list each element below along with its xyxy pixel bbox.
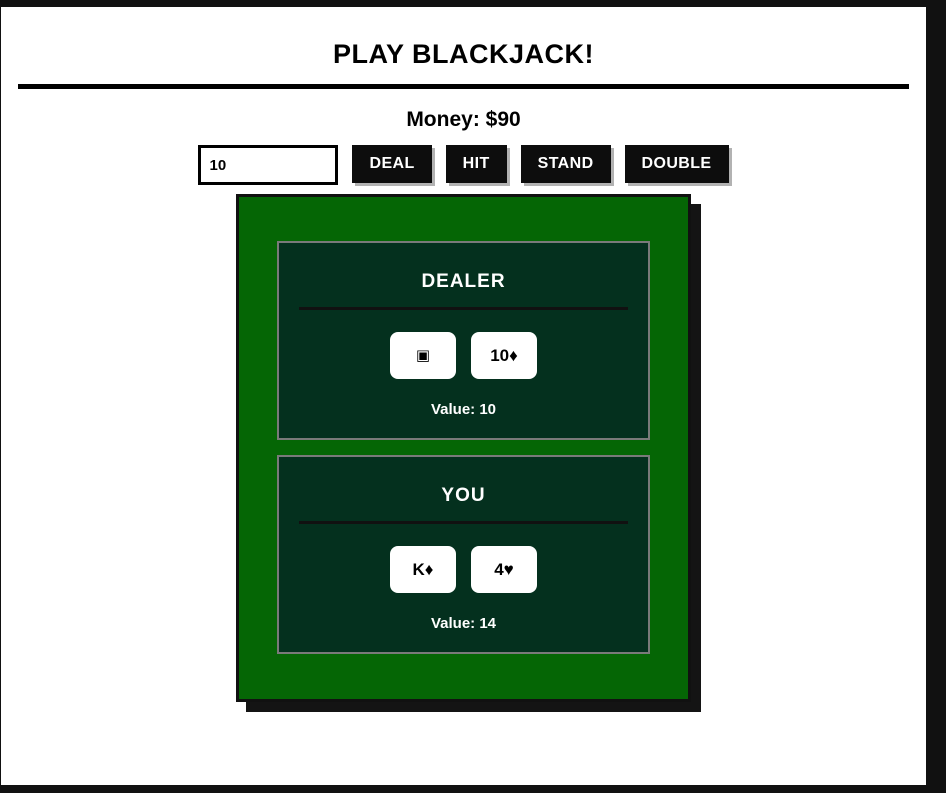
title-divider — [18, 84, 909, 89]
controls-row: DEAL HIT STAND DOUBLE — [1, 145, 926, 185]
dealer-hand-value: Value: 10 — [430, 401, 497, 418]
hit-button[interactable]: HIT — [445, 145, 507, 183]
dealer-hand: ▣ 10♦ — [299, 332, 628, 379]
page-content: PLAY BLACKJACK! Money: $90 DEAL HIT STAN… — [1, 7, 926, 785]
page-title: PLAY BLACKJACK! — [332, 39, 595, 69]
player-card: K♦ — [390, 546, 456, 593]
player-card: 4♥ — [471, 546, 537, 593]
table-area: DEALER ▣ 10♦ Value: 10 YOU K♦ 4♥ Valu — [1, 194, 926, 702]
money-status: Money: $90 — [406, 108, 521, 131]
player-hand: K♦ 4♥ — [299, 546, 628, 593]
player-divider — [299, 521, 628, 524]
blackjack-table: DEALER ▣ 10♦ Value: 10 YOU K♦ 4♥ Valu — [236, 194, 691, 702]
player-heading: YOU — [441, 485, 486, 506]
double-button[interactable]: DOUBLE — [624, 145, 729, 183]
player-hand-value: Value: 14 — [430, 615, 497, 632]
dealer-heading: DEALER — [421, 271, 506, 292]
deal-button[interactable]: DEAL — [352, 145, 432, 183]
dealer-panel: DEALER ▣ 10♦ Value: 10 — [277, 241, 650, 440]
stand-button[interactable]: STAND — [520, 145, 611, 183]
dealer-card-facedown-icon: ▣ — [390, 332, 456, 379]
bet-amount-input[interactable] — [198, 145, 339, 185]
player-panel: YOU K♦ 4♥ Value: 14 — [277, 455, 650, 654]
dealer-divider — [299, 307, 628, 310]
dealer-card: 10♦ — [471, 332, 537, 379]
